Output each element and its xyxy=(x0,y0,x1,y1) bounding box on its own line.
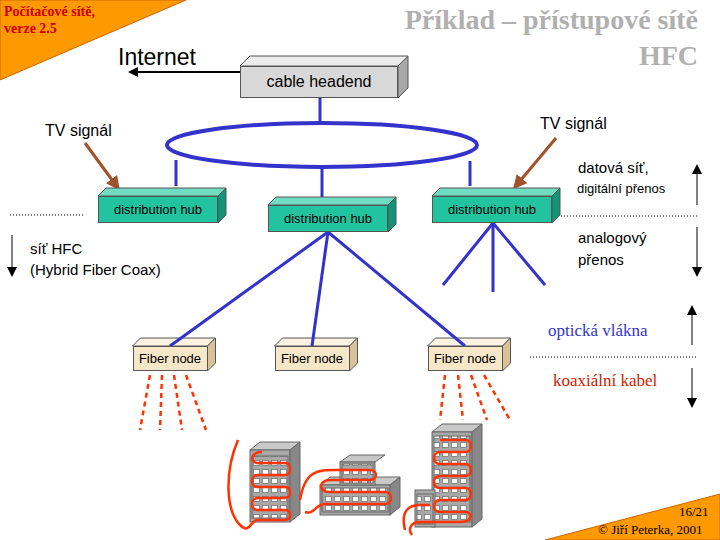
box-top-face xyxy=(432,188,560,196)
side-markers xyxy=(10,166,698,406)
coax-drops xyxy=(140,375,510,430)
box-side-face xyxy=(350,338,358,371)
box-side-face xyxy=(208,338,216,371)
box-top-face xyxy=(240,56,408,66)
node-label: Fiber node xyxy=(281,351,343,366)
layer-note: analogový xyxy=(578,229,646,247)
tv-signal-arrow xyxy=(85,143,118,188)
node-label: distribution hub xyxy=(448,202,536,217)
signal-label: TV signál xyxy=(540,114,607,133)
node-label: distribution hub xyxy=(284,211,372,226)
internet-label: Internet xyxy=(118,44,196,72)
layer-note: (Hybrid Fiber Coax) xyxy=(30,261,161,279)
hub-box: distribution hub xyxy=(432,196,552,223)
hub-box: distribution hub xyxy=(268,205,388,232)
headend-box: cable headend xyxy=(240,66,398,98)
fiber-link xyxy=(312,232,328,346)
layer-note: síť HFC xyxy=(30,240,82,258)
corner-triangle xyxy=(545,494,720,540)
fiber-node-box: Fiber node xyxy=(428,346,503,371)
box-top-face xyxy=(98,188,226,196)
coax-cable-loops xyxy=(228,440,471,535)
internet-arrow xyxy=(130,71,240,73)
node-label: cable headend xyxy=(267,73,372,91)
box-side-face xyxy=(388,197,396,232)
course-name: Počítačové sítě, verze 2.5 xyxy=(4,4,129,38)
layer-note: přenos xyxy=(578,251,624,269)
box-side-face xyxy=(218,188,226,223)
backbone-ring xyxy=(167,123,477,167)
copyright-note: © Jiří Peterka, 2001 xyxy=(598,522,702,538)
box-side-face xyxy=(552,188,560,223)
medium-label: optická vlákna xyxy=(548,321,648,341)
medium-label: koaxiální kabel xyxy=(553,371,657,391)
fiber-link xyxy=(328,232,465,346)
node-label: Fiber node xyxy=(139,351,201,366)
box-top-face xyxy=(268,197,396,205)
slide-title: Příklad – přístupové sítě HFC xyxy=(398,2,698,74)
node-label: Fiber node xyxy=(434,351,496,366)
fiber-node-box: Fiber node xyxy=(133,346,208,371)
signal-label: TV signál xyxy=(45,121,112,140)
tv-signal-arrow xyxy=(515,138,556,187)
box-top-face xyxy=(275,338,358,346)
box-side-face xyxy=(398,56,408,98)
fiber-node-box: Fiber node xyxy=(275,346,350,371)
fiber-link xyxy=(170,232,328,346)
fiber-fan xyxy=(443,223,545,292)
layer-note: datová síť, xyxy=(578,159,649,177)
node-label: distribution hub xyxy=(114,202,202,217)
hub-box: distribution hub xyxy=(98,196,218,223)
box-top-face xyxy=(428,338,511,346)
layer-note: digitální přenos xyxy=(577,181,665,197)
page-number: 16/21 xyxy=(679,504,709,520)
box-side-face xyxy=(503,338,511,371)
